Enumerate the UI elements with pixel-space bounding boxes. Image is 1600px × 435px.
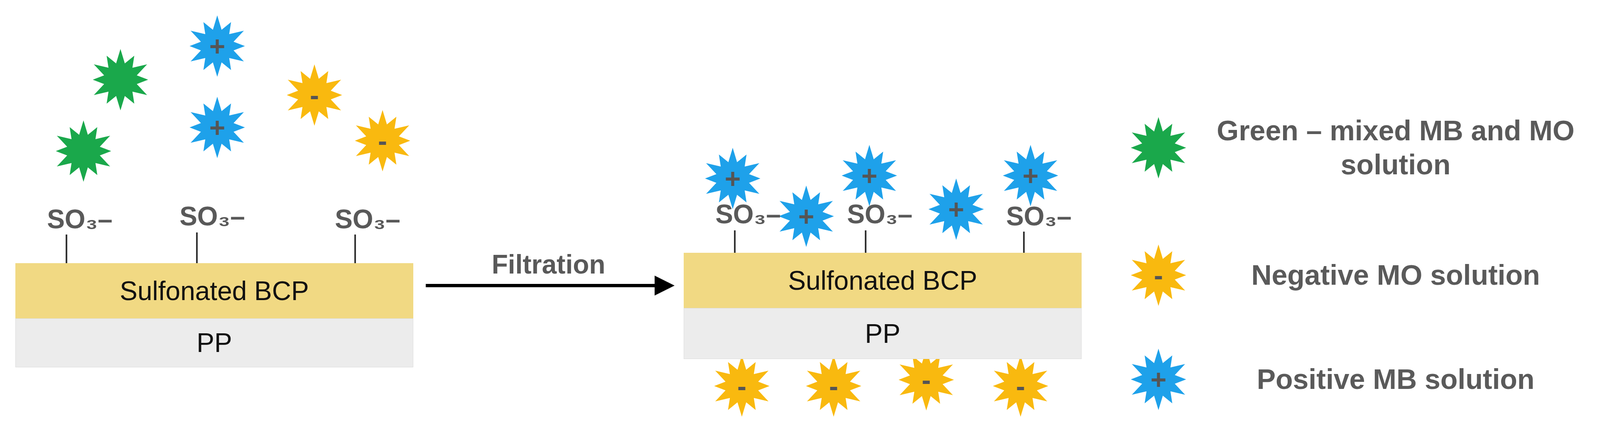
dye-molecule [992, 355, 1048, 418]
charge-sign: - [309, 81, 320, 109]
dye-molecule [841, 144, 897, 207]
sulfonate-group: SO₃– [1006, 203, 1072, 230]
charge-sign: - [377, 127, 388, 155]
dye-molecule [189, 15, 245, 77]
sulfonate-group: SO₃– [179, 203, 246, 230]
dye-molecule [704, 147, 761, 210]
bond-line [1023, 231, 1025, 256]
charge-sign: + [209, 32, 226, 60]
layer-label: Sulfonated BCP [787, 265, 977, 297]
charge-sign: + [798, 202, 815, 231]
dye-molecule [778, 185, 834, 248]
legend-star [1130, 117, 1186, 179]
charge-sign: + [1150, 365, 1167, 394]
membrane-layer: Sulfonated BCP [683, 252, 1082, 309]
legend-text: Negative MO solution [1208, 258, 1583, 293]
sulfonate-group: SO₃– [715, 201, 781, 228]
layer-label: Sulfonated BCP [119, 275, 309, 307]
charge-sign: - [829, 372, 839, 400]
charge-sign: + [724, 164, 742, 193]
layer-label: PP [196, 327, 232, 359]
dye-molecule [286, 64, 342, 126]
legend-star [1130, 348, 1186, 411]
dye-molecule [354, 110, 410, 172]
legend-star [1130, 244, 1186, 307]
support-layer: PP [15, 318, 414, 368]
sulfonate-group: SO₃– [46, 206, 113, 233]
charge-sign: - [1153, 261, 1164, 290]
bond-line [65, 234, 68, 266]
sulfonate-group: SO₃– [846, 201, 913, 228]
dye-molecule [189, 96, 245, 159]
edge-label: Filtration [489, 249, 609, 280]
bond-line [864, 230, 867, 256]
charge-sign: - [737, 372, 747, 400]
process-arrow [425, 284, 672, 288]
legend-swatch [1123, 112, 1194, 183]
support-layer: PP [683, 308, 1082, 360]
sulfonate-group: SO₃– [334, 206, 401, 233]
dye-molecule [928, 178, 984, 241]
bond-line [733, 230, 736, 256]
legend-text: Green – mixed MB and MO solution [1208, 113, 1583, 182]
charge-sign: + [1022, 161, 1039, 190]
dye-molecule [55, 120, 111, 182]
dye-molecule [1002, 144, 1058, 207]
charge-sign: + [209, 113, 226, 142]
bond-line [354, 234, 356, 266]
layer-label: PP [864, 318, 901, 350]
charge-sign: - [921, 366, 931, 394]
membrane-layer: Sulfonated BCP [15, 263, 414, 319]
legend-text: Positive MB solution [1208, 362, 1583, 397]
dye-molecule [92, 49, 148, 111]
dye-molecule [714, 355, 770, 418]
dye-molecule [805, 355, 862, 418]
bond-line [196, 232, 198, 266]
charge-sign: + [948, 195, 965, 224]
charge-sign: - [1015, 372, 1026, 400]
charge-sign: + [861, 161, 878, 190]
